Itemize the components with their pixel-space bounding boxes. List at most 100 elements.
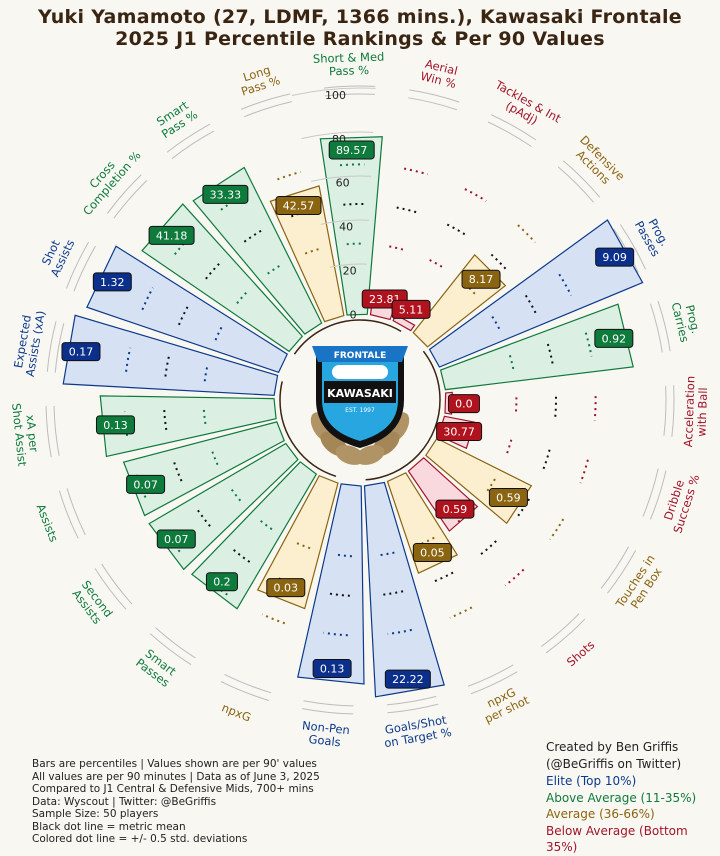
- note-line: Compared to J1 Central & Defensive Mids,…: [32, 783, 314, 795]
- grid-arc: [663, 385, 667, 436]
- grid-arc: [600, 546, 630, 589]
- radial-tick-label: 100: [325, 89, 346, 102]
- metric-label: Goals/Shoton Target %: [381, 712, 453, 750]
- reference-dots: [346, 242, 363, 246]
- value-label: 0.13: [320, 663, 345, 676]
- percentile-bar: [62, 314, 279, 396]
- grid-arc: [302, 708, 354, 715]
- metric-label: SecondAssists: [69, 578, 116, 628]
- grid-arc: [649, 303, 663, 353]
- value-box: [391, 299, 431, 319]
- value-box: [92, 272, 132, 292]
- grid-arc: [541, 613, 580, 647]
- metric-label: DribbleSuccess %: [658, 469, 702, 535]
- percentile-bar: [190, 461, 318, 610]
- reference-dots: [205, 262, 220, 280]
- value-label: 41.18: [156, 229, 188, 242]
- metric-label-line: Shot Assist: [9, 402, 29, 467]
- value-box: [384, 669, 431, 689]
- note-line: Data: Wyscout | Twitter: @BeGriffis: [32, 795, 217, 808]
- reference-dots: [323, 631, 348, 637]
- reference-dots: [449, 606, 473, 619]
- percentile-bar: [297, 483, 365, 685]
- metric-label: xA perShot Assist: [9, 401, 42, 467]
- grid-arc: [224, 673, 272, 694]
- grid-arc: [101, 563, 133, 605]
- grid-arc: [240, 93, 291, 110]
- metric-label: CrossCompletion %: [70, 140, 143, 218]
- reference-dots: [335, 553, 352, 558]
- metric-label: ShotAssists: [36, 232, 77, 279]
- percentile-bar: [428, 219, 644, 368]
- value-label: 89.57: [336, 144, 368, 157]
- metric-label: Tackles & Int(pAdj): [486, 77, 564, 137]
- metric-label-line: Pass %: [329, 63, 370, 78]
- value-box: [205, 572, 238, 592]
- metric-label: Touches inPen Box: [612, 552, 668, 618]
- reference-dots: [243, 229, 262, 243]
- tick-arc: [311, 175, 372, 182]
- grid-arc: [557, 166, 594, 203]
- reference-dots: [485, 478, 496, 494]
- grid-arc: [73, 245, 96, 292]
- metric-label: AerialWin %: [419, 56, 461, 91]
- note-line: Bars are percentiles | Values shown are …: [32, 758, 317, 770]
- reference-dots: [202, 407, 207, 425]
- reference-dots: [387, 628, 412, 635]
- value-box: [447, 394, 480, 414]
- metric-label-line: xA per: [23, 414, 41, 453]
- reference-dots: [382, 590, 404, 596]
- grid-arc: [607, 550, 637, 594]
- grid-arc: [107, 174, 142, 214]
- reference-dots: [378, 551, 395, 557]
- reference-dots: [549, 518, 565, 540]
- legend-entry: Elite (Top 10%): [546, 774, 637, 788]
- reference-dots: [524, 294, 537, 314]
- reference-dots: [232, 548, 251, 563]
- grid-arc: [323, 85, 376, 89]
- value-box: [594, 328, 634, 348]
- value-box: [266, 578, 306, 598]
- crest-main-text: KAWASAKI: [327, 387, 393, 400]
- reference-dots: [505, 439, 513, 456]
- reference-dots: [464, 188, 487, 202]
- value-label: 0.07: [133, 478, 158, 491]
- legend-entry: Below Average (Bottom 35%): [546, 823, 688, 855]
- reference-dots: [210, 449, 219, 466]
- grid-arc: [649, 470, 667, 520]
- grid-arc: [491, 114, 537, 141]
- value-label: 0.05: [420, 547, 445, 560]
- metric-label: LongPass %: [236, 61, 282, 99]
- grid-arc: [155, 627, 196, 659]
- reference-dots: [429, 259, 445, 269]
- value-box: [126, 474, 166, 494]
- note-line: Black dot line = metric mean: [32, 820, 186, 833]
- radial-tick-label: 40: [339, 221, 353, 234]
- credit-line2: (@BeGriffis on Twitter): [546, 757, 682, 771]
- value-box: [435, 499, 475, 519]
- metric-label: Shots: [564, 638, 597, 670]
- value-label: 22.22: [392, 673, 424, 686]
- reference-dots: [558, 273, 573, 296]
- note-line: All values are per 90 minutes | Data as …: [32, 770, 320, 783]
- reference-dots: [141, 287, 154, 311]
- grid-arc: [467, 664, 514, 687]
- metric-label-line: Shots: [564, 638, 597, 670]
- reference-dots: [579, 459, 589, 484]
- grid-arc: [470, 671, 518, 695]
- grid-arc: [220, 681, 269, 701]
- radial-tick-label: 60: [336, 177, 350, 190]
- banner-icon: [312, 346, 408, 362]
- grid-arc: [642, 468, 659, 517]
- reference-dots: [480, 540, 497, 556]
- reference-dots: [491, 316, 502, 332]
- reference-dots: [261, 613, 286, 625]
- reference-dots: [290, 209, 311, 218]
- metric-label-line: Goals: [308, 732, 341, 749]
- metric-label: Assists: [34, 502, 62, 544]
- reference-dots: [343, 203, 364, 206]
- grid-arc: [619, 224, 646, 270]
- reference-dots: [294, 541, 311, 550]
- percentile-bar: [256, 474, 339, 610]
- percentile-bar: [319, 136, 383, 316]
